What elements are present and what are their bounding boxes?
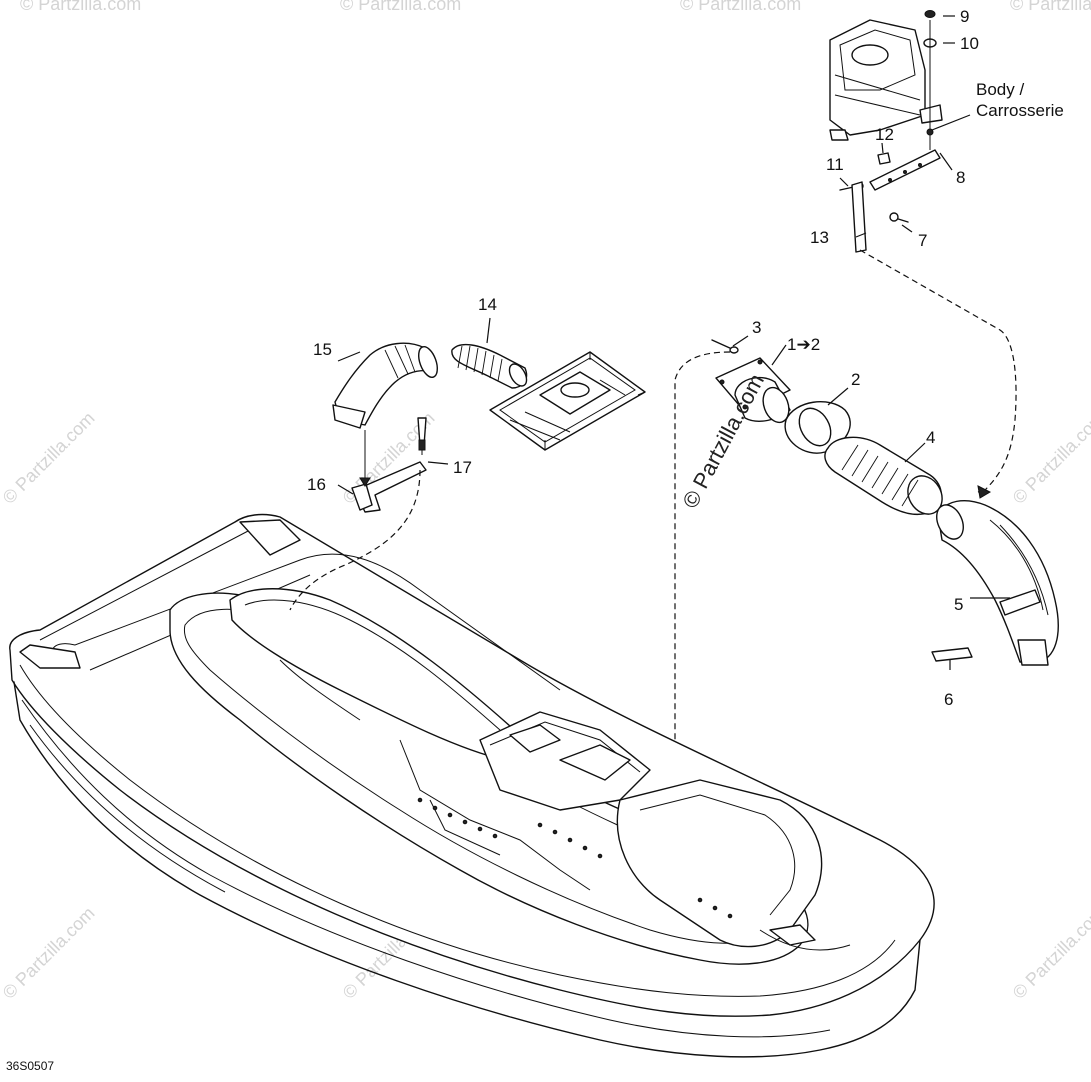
part-15-elbow-hose xyxy=(332,342,438,429)
callout-2: 2 xyxy=(851,370,860,389)
connection-paths xyxy=(674,249,1017,740)
part-14-bellows-hose xyxy=(451,343,528,389)
callout-12: 12 xyxy=(875,125,894,144)
part-9-10-nut-washer xyxy=(923,10,937,150)
callout-5: 5 xyxy=(954,595,963,614)
callout-14: 14 xyxy=(478,295,497,314)
part-8-support-rod xyxy=(869,149,941,191)
hull-body xyxy=(9,513,935,1058)
part-7-bolt xyxy=(889,212,909,223)
body-assembly-sketch xyxy=(829,19,943,141)
watermark: © Partzilla.com xyxy=(340,0,461,14)
part-16-17-bracket xyxy=(289,417,427,611)
body-label-line2: Carrosserie xyxy=(976,101,1064,120)
watermark: © Partzilla.com xyxy=(20,0,141,14)
watermark: © Partzilla.com xyxy=(0,408,99,508)
callout-15: 15 xyxy=(313,340,332,359)
callout-11: 11 xyxy=(826,155,844,174)
callout-4: 4 xyxy=(926,428,935,447)
callout-16: 16 xyxy=(307,475,326,494)
callout-1-2: 1➔2 xyxy=(787,335,820,354)
watermark: © Partzilla.com xyxy=(1009,408,1091,508)
callout-6: 6 xyxy=(944,690,953,709)
callout-13: 13 xyxy=(810,228,829,247)
part-1-outlet-flange xyxy=(715,357,791,424)
watermark: © Partzilla.com xyxy=(1009,903,1091,1003)
part-6-clamp-cap xyxy=(931,647,973,662)
part-3-screw xyxy=(711,339,739,354)
part-5-exhaust-elbow xyxy=(936,499,1059,666)
callout-labels: 15 14 16 17 3 1➔2 2 4 5 6 7 8 9 10 11 12… xyxy=(307,7,1064,709)
callout-3: 3 xyxy=(752,318,761,337)
watermark: © Partzilla.com xyxy=(1010,0,1091,14)
intake-plate-assembly xyxy=(489,351,646,451)
body-label-line1: Body / xyxy=(976,80,1024,99)
watermark: © Partzilla.com xyxy=(0,903,99,1003)
watermark: © Partzilla.com xyxy=(680,0,801,14)
callout-8: 8 xyxy=(956,168,965,187)
callout-17: 17 xyxy=(453,458,472,477)
callout-10: 10 xyxy=(960,34,979,53)
part-4-exhaust-bellows xyxy=(824,436,943,516)
callout-9: 9 xyxy=(960,7,969,26)
diagram-code: 36S0507 xyxy=(6,1059,54,1073)
callout-7: 7 xyxy=(918,231,927,250)
part-2-gasket xyxy=(784,401,851,454)
hull-rivets xyxy=(417,797,733,919)
leader-lines xyxy=(337,15,1010,670)
partzilla-watermark: © Partzilla.com xyxy=(677,370,769,513)
part-13-strap xyxy=(851,181,867,253)
